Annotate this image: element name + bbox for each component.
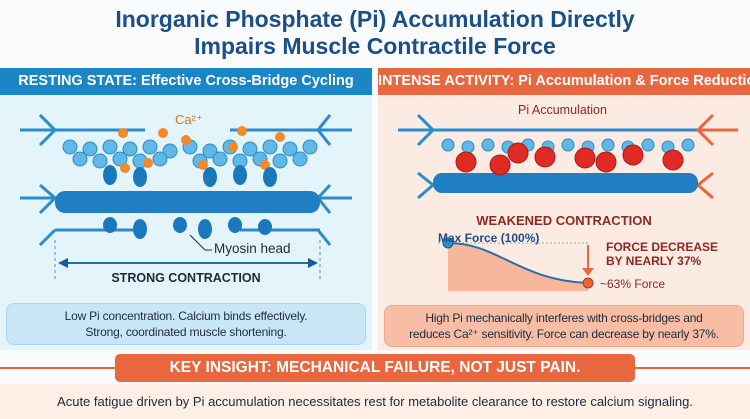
sarcomere-resting-illustration xyxy=(20,113,352,280)
pi-accumulation-label: Pi Accumulation xyxy=(518,103,607,117)
intense-caption: High Pi mechanically interferes with cro… xyxy=(384,305,744,347)
resting-state-panel: RESTING STATE: Effective Cross-Bridge Cy… xyxy=(0,68,372,350)
bottom-summary: Acute fatigue driven by Pi accumulation … xyxy=(0,384,750,419)
calcium-label: Ca²⁺ xyxy=(175,112,203,127)
resting-header: RESTING STATE: Effective Cross-Bridge Cy… xyxy=(0,68,372,95)
key-insight-banner: KEY INSIGHT: MECHANICAL FAILURE, NOT JUS… xyxy=(0,354,750,382)
intense-activity-panel: INTENSE ACTIVITY: Pi Accumulation & Forc… xyxy=(378,68,750,350)
myosin-head-label: Myosin head xyxy=(214,241,291,256)
key-insight: KEY INSIGHT: MECHANICAL FAILURE, NOT JUS… xyxy=(115,354,635,382)
page-title: Inorganic Phosphate (Pi) Accumulation Di… xyxy=(115,6,635,59)
strong-contraction-label: STRONG CONTRACTION xyxy=(111,271,261,285)
weakened-contraction-label: WEAKENED CONTRACTION xyxy=(476,213,652,228)
force-decrease-label: FORCE DECREASE BY NEARLY 37% xyxy=(606,240,719,268)
intense-header: INTENSE ACTIVITY: Pi Accumulation & Forc… xyxy=(378,68,750,95)
max-force-label: Max Force (100%) xyxy=(438,231,540,245)
end-force-label: ~63% Force xyxy=(600,277,666,291)
sarcomere-fatigued-illustration xyxy=(398,113,738,291)
resting-caption: Low Pi concentration. Calcium binds effe… xyxy=(6,303,366,345)
